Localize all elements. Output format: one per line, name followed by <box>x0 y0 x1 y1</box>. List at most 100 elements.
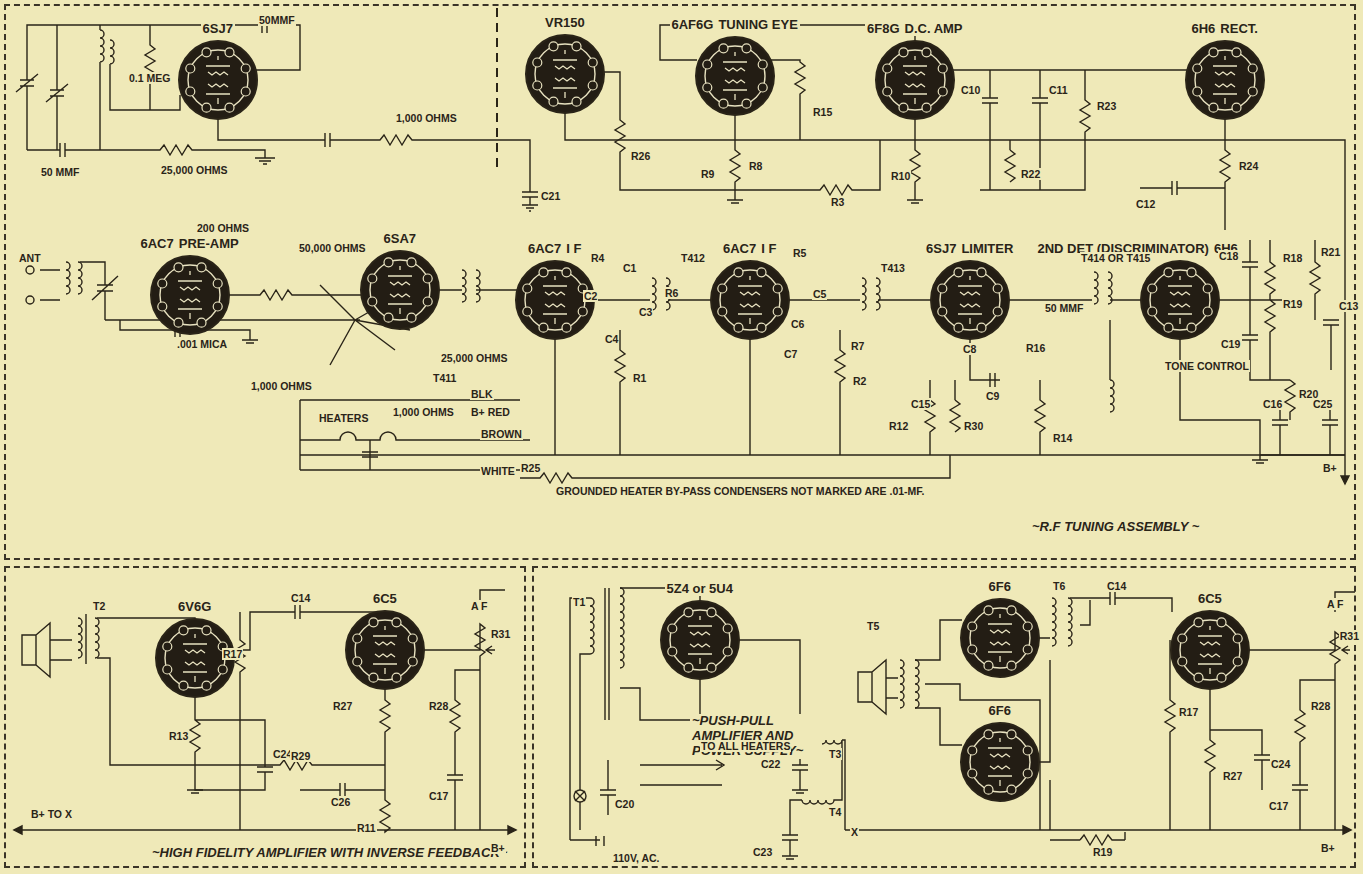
part-label: R31 <box>490 628 511 640</box>
part-label: T5 <box>866 620 880 632</box>
tube-label: 6SJ7LIMITER <box>924 241 1015 256</box>
part-label: R21 <box>1320 246 1341 258</box>
part-label: 50MMF <box>258 14 296 26</box>
part-label: C19 <box>1220 338 1241 350</box>
tube-label: 5Z4 or 5U4 <box>665 581 735 596</box>
part-label: C8 <box>962 343 977 355</box>
part-label: 50 MMF <box>40 166 81 178</box>
part-label: R4 <box>590 252 605 264</box>
tube-type: 6C5 <box>373 591 397 606</box>
part-label: R5 <box>792 247 807 259</box>
part-label: C6 <box>790 318 805 330</box>
part-label: R12 <box>888 420 909 432</box>
vacuum-tube: 6H6RECT. <box>1183 21 1267 122</box>
part-label: WHITE <box>480 465 516 477</box>
part-label: R1 <box>632 372 647 384</box>
tube-label: 6SJ7 <box>201 21 235 36</box>
part-label: T413 <box>880 262 906 274</box>
part-label: R28 <box>1310 700 1331 712</box>
part-label: C14 <box>290 592 311 604</box>
tube-symbol <box>1183 38 1267 122</box>
tube-label: 6F6 <box>987 703 1013 718</box>
tube-type: 6AC7 <box>141 236 174 251</box>
part-label: C26 <box>330 796 351 808</box>
part-label: R15 <box>812 106 833 118</box>
tube-type: 6C5 <box>1198 591 1222 606</box>
part-label: C16 <box>1262 398 1283 410</box>
tube-symbol <box>958 596 1042 680</box>
part-label: T412 <box>680 252 706 264</box>
part-label: R29 <box>290 750 311 762</box>
part-label: A F <box>1326 598 1345 610</box>
part-label: R11 <box>356 822 377 834</box>
tube-type: LIMITER <box>961 241 1013 256</box>
part-label: C12 <box>1135 198 1156 210</box>
part-label: R13 <box>168 730 189 742</box>
part-label: C22 <box>760 758 781 770</box>
part-label: C7 <box>783 348 798 360</box>
part-label: C10 <box>960 84 981 96</box>
section-title: ~R.F TUNING ASSEMBLY ~ <box>1030 520 1201 535</box>
vacuum-tube: 6AF6GTUNING EYE <box>693 17 777 118</box>
part-label: TONE CONTROL <box>1164 360 1250 372</box>
tube-type: 6F8G <box>867 21 900 36</box>
part-label: C4 <box>604 333 619 345</box>
part-label: T4 <box>828 806 842 818</box>
part-label: C11 <box>1048 84 1069 96</box>
part-label: R2 <box>852 375 867 387</box>
tube-label: 6AC7PRE-AMP <box>139 236 241 251</box>
part-label: R8 <box>748 160 763 172</box>
part-label: T3 <box>828 748 842 760</box>
tube-type: 6H6 <box>1192 21 1216 36</box>
tube-symbol <box>928 258 1012 342</box>
part-label: T1 <box>572 596 586 608</box>
section-box: ~HIGH FIDELITY AMPLIFIER WITH INVERSE FE… <box>4 566 526 868</box>
tube-symbol <box>148 253 232 337</box>
vacuum-tube: 6F6 <box>958 703 1042 804</box>
part-label: 50 MMF <box>1044 302 1085 314</box>
section-title: ~PUSH-PULL AMPLIFIER AND POWER SUPPLY~ <box>690 714 822 759</box>
vacuum-tube: 6SJ7 <box>176 21 260 122</box>
part-label: C5 <box>812 288 827 300</box>
part-label: R26 <box>630 150 651 162</box>
tube-label: 6C5 <box>1196 591 1224 606</box>
tube-symbol <box>358 248 442 332</box>
part-label: B+ TO X <box>30 808 73 820</box>
part-label: R3 <box>830 196 845 208</box>
part-label: R17 <box>222 648 243 660</box>
part-label: T6 <box>1052 580 1066 592</box>
tube-label: 6F6 <box>987 579 1013 594</box>
tube-type: 6F6 <box>989 579 1011 594</box>
tube-type: VR150 <box>545 15 585 30</box>
part-label: B+ <box>1320 842 1336 854</box>
tube-type: 6F6 <box>989 703 1011 718</box>
part-label: 25,000 OHMS <box>160 164 229 176</box>
tube-label: 6AF6GTUNING EYE <box>670 17 800 32</box>
tube-type: 6AF6G <box>672 17 714 32</box>
section-box: ~R.F TUNING ASSEMBLY ~ 6SJ7 VR150 6AF6GTUNI… <box>4 4 1356 560</box>
tube-type: 6SJ7 <box>203 21 233 36</box>
tube-symbol <box>176 38 260 122</box>
part-label: R16 <box>1025 342 1046 354</box>
part-label: C17 <box>428 790 449 802</box>
vacuum-tube: 6C5 <box>1168 591 1252 692</box>
part-label: C17 <box>1268 800 1289 812</box>
part-label: 0.1 MEG <box>128 72 171 84</box>
part-label: B+ RED <box>470 406 511 418</box>
tube-type: I F <box>566 241 581 256</box>
part-label: R9 <box>700 168 715 180</box>
part-label: C13 <box>1338 300 1359 312</box>
tube-type: 6AC7 <box>723 241 756 256</box>
part-label: R28 <box>428 700 449 712</box>
part-label: R6 <box>664 287 679 299</box>
tube-type: I F <box>761 241 776 256</box>
part-label: 1,000 OHMS <box>395 112 458 124</box>
vacuum-tube: 6F6 <box>958 579 1042 680</box>
part-label: HEATERS <box>318 412 369 424</box>
tube-label: 6V6G <box>176 599 213 614</box>
part-label: R14 <box>1052 432 1073 444</box>
part-label: C3 <box>638 306 653 318</box>
part-label: C9 <box>985 390 1000 402</box>
tube-label: 6H6RECT. <box>1190 21 1260 36</box>
